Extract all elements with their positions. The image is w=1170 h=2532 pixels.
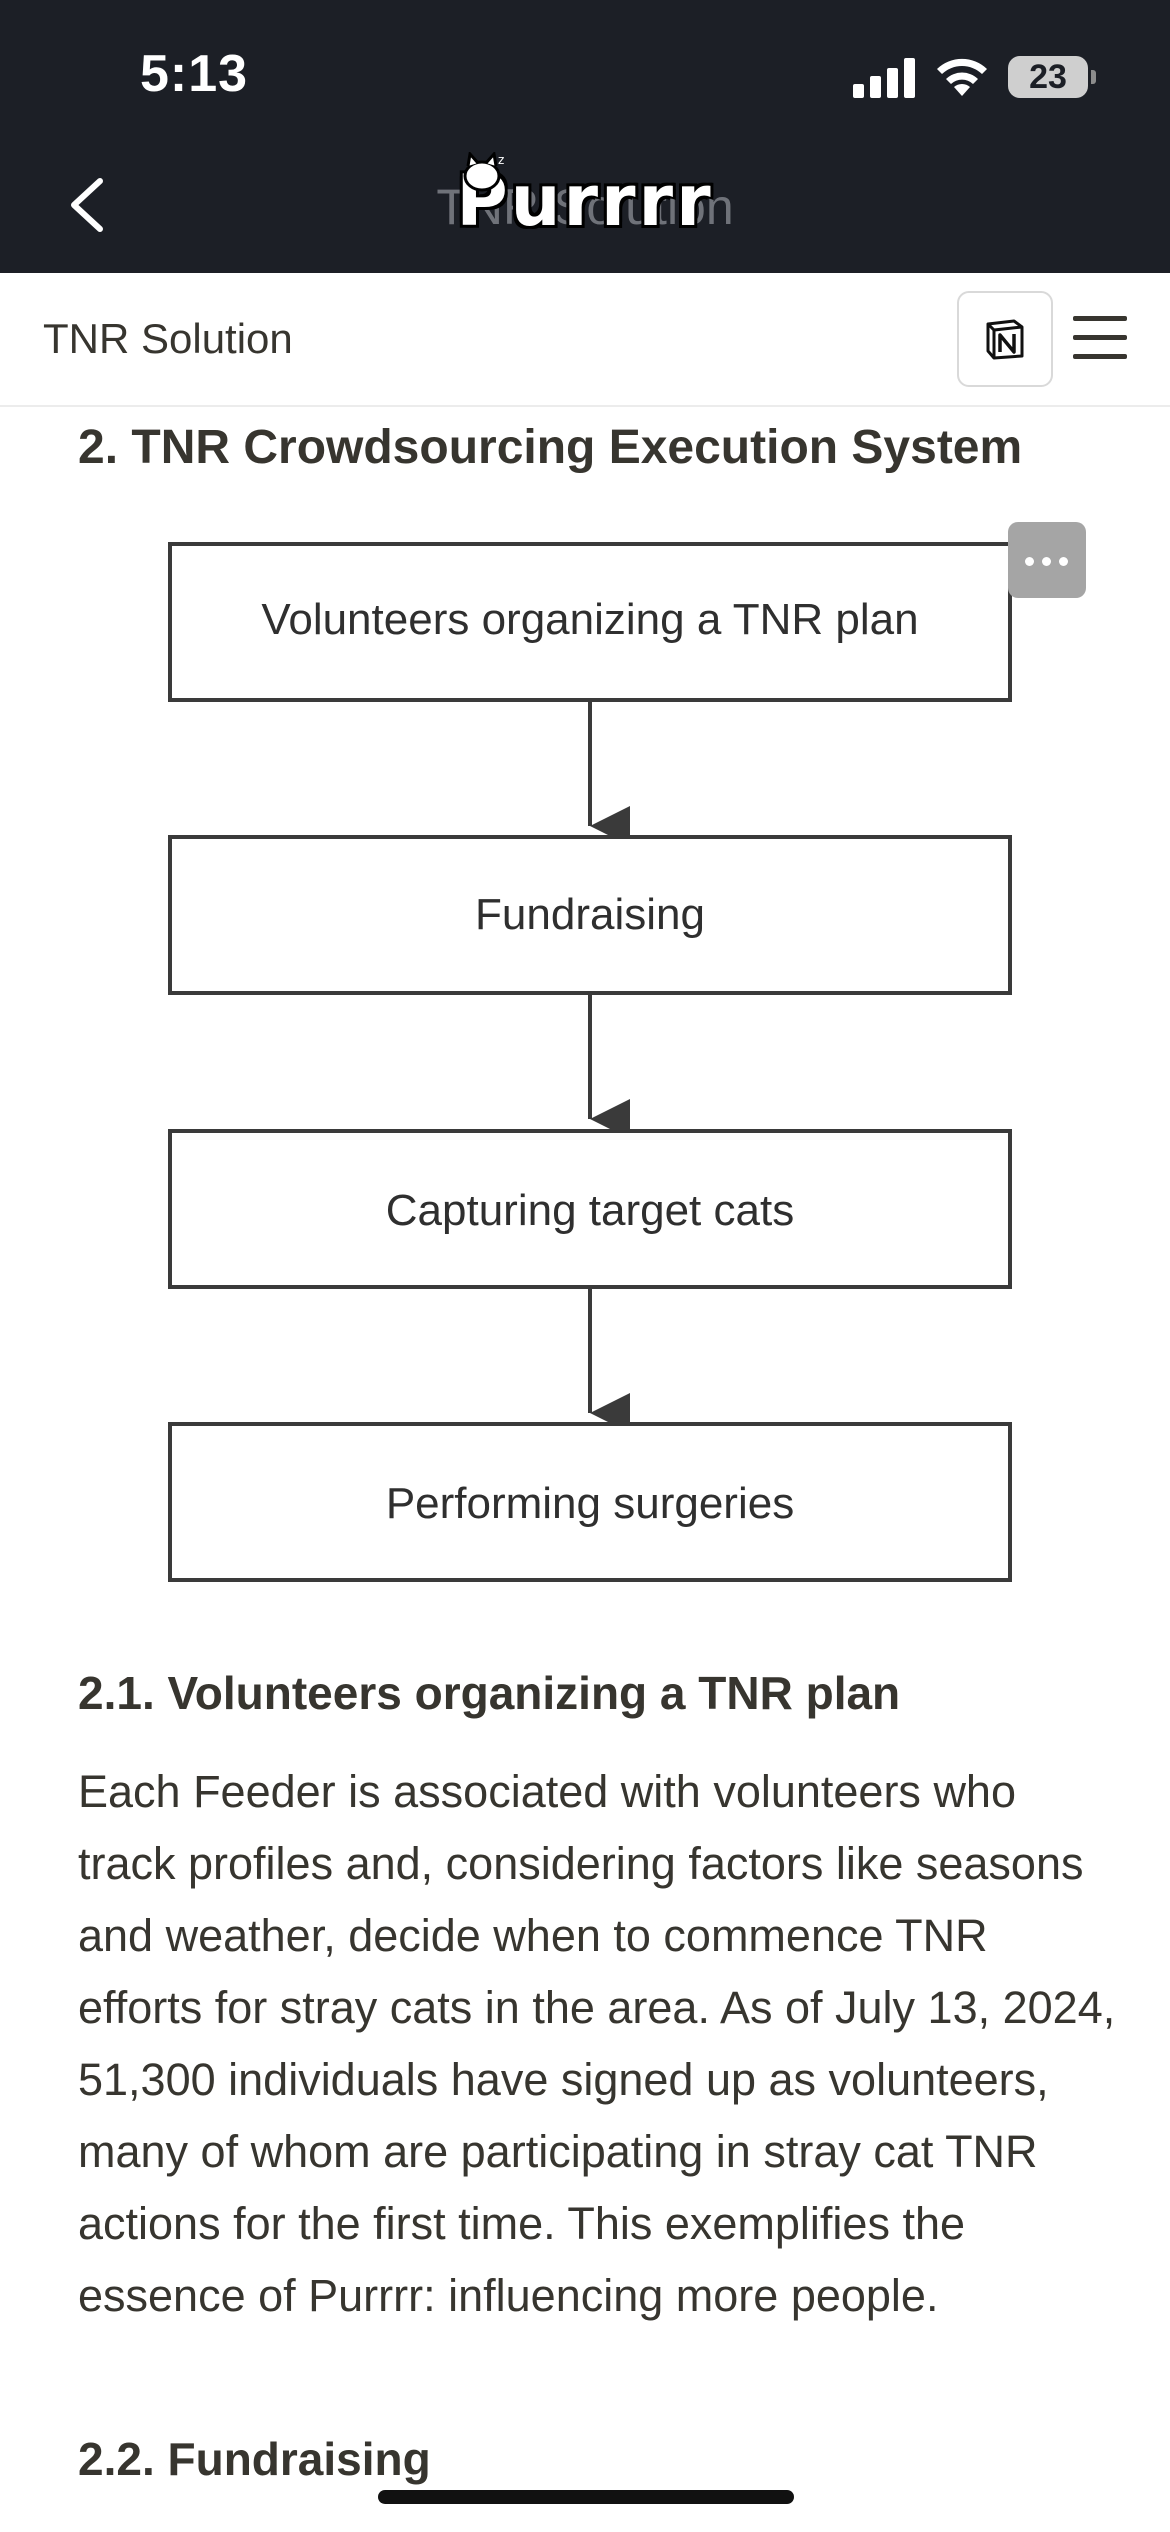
battery-icon: 23 [1008, 56, 1088, 98]
cat-logo-icon: z [463, 152, 504, 192]
wifi-icon [937, 58, 987, 96]
subsection-heading-2: 2.2. Fundraising [78, 2433, 431, 2485]
flow-step-3-label: Capturing target cats [386, 1186, 794, 1235]
brand-logo: Purrrr [456, 160, 714, 242]
battery-nub [1091, 70, 1096, 84]
page-title: TNR Solution [43, 315, 293, 362]
flow-step-1: Volunteers organizing a TNR plan [168, 542, 1012, 702]
subsection-heading-1: 2.1. Volunteers organizing a TNR plan [78, 1667, 901, 1719]
back-button[interactable] [62, 175, 112, 235]
hamburger-menu-icon[interactable] [1073, 316, 1127, 360]
flow-step-4: Performing surgeries [168, 1422, 1012, 1582]
subsection-paragraph-1: Each Feeder is associated with volunteer… [78, 1766, 1116, 2321]
flow-diagram: Volunteers organizing a TNR plan Fundrai… [168, 542, 1012, 1582]
top-bar: 5:13 23 TNR Solution Purrrr z [0, 0, 1170, 273]
more-options-button[interactable] [1008, 522, 1086, 598]
home-indicator [378, 2490, 794, 2504]
notion-logo-icon [986, 319, 1024, 360]
section-heading: 2. TNR Crowdsourcing Execution System [78, 421, 1023, 474]
flow-step-3: Capturing target cats [168, 1129, 1012, 1289]
flow-step-2: Fundraising [168, 835, 1012, 995]
status-time: 5:13 [140, 45, 249, 103]
svg-text:z: z [498, 153, 504, 167]
flow-step-4-label: Performing surgeries [386, 1479, 794, 1528]
notion-button[interactable] [957, 291, 1053, 387]
flow-step-1-label: Volunteers organizing a TNR plan [261, 595, 918, 644]
flow-step-2-label: Fundraising [475, 890, 705, 939]
cellular-signal-icon [853, 58, 915, 98]
page-header: TNR Solution [0, 273, 1170, 407]
